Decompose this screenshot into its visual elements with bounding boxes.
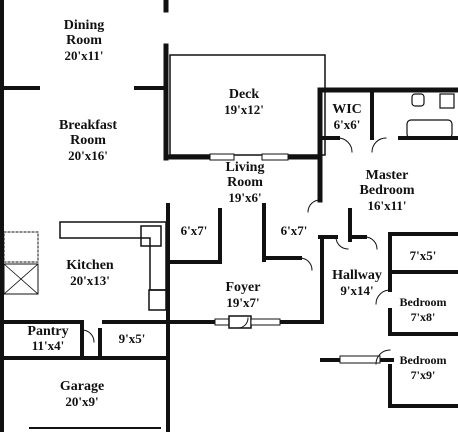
room-name: Deck — [228, 87, 260, 102]
room-garage: Garage 20'x9' — [60, 379, 104, 409]
room-name: Room — [70, 133, 106, 148]
room-dimensions: 9'x14' — [340, 283, 374, 298]
room-laundry: 9'x5' — [119, 331, 146, 346]
room-dimensions: 9'x5' — [118, 331, 146, 346]
room-name: Bedroom — [359, 183, 415, 198]
door-swing-2 — [371, 137, 387, 153]
room-dimensions: 7'x8' — [410, 310, 436, 324]
door-swing-4 — [335, 236, 349, 250]
room-foyer: Foyer 19'x7' — [226, 280, 261, 310]
room-dimensions: 20'x16' — [68, 148, 108, 163]
room-dimensions: 6'x7' — [280, 223, 308, 238]
room-pantry: Pantry 11'x4' — [27, 325, 68, 353]
room-dimensions: 6'x6' — [333, 117, 361, 132]
room-hallway: Hallway 9'x14' — [332, 268, 382, 298]
room-name: Living — [225, 160, 265, 175]
vanity — [439, 93, 455, 109]
door-swing-8 — [375, 349, 391, 365]
door-swing-9 — [81, 329, 95, 343]
window-living-2 — [261, 153, 289, 161]
room-hall-left: 6'x7' — [181, 223, 208, 238]
room-wic: WIC 6'x6' — [332, 102, 362, 132]
bathtub — [406, 119, 453, 139]
room-name: Garage — [59, 379, 105, 394]
room-kitchen: Kitchen 20'x13' — [66, 258, 113, 288]
door-swing-5 — [364, 236, 378, 250]
room-deck: Deck 19'x12' — [224, 87, 264, 117]
hallway-closet — [339, 355, 381, 364]
room-dimensions: 19'x6' — [228, 190, 262, 205]
room-dimensions: 7'x5' — [409, 248, 437, 263]
door-swing-6 — [299, 257, 313, 271]
room-dimensions: 11'x4' — [31, 338, 65, 353]
room-master: Master Bedroom 16'x11' — [360, 168, 415, 213]
door-swing-7 — [375, 289, 391, 305]
room-name: Room — [66, 33, 102, 48]
room-dimensions: 20'x11' — [64, 48, 104, 63]
room-name: Breakfast — [58, 118, 118, 133]
room-name: Foyer — [225, 280, 261, 295]
window-living-1 — [209, 153, 235, 161]
kitchen-appliance — [3, 231, 39, 263]
room-name: Pantry — [27, 324, 69, 339]
room-breakfast: Breakfast Room 20'x16' — [59, 118, 117, 163]
room-name: Bedroom — [399, 353, 447, 367]
room-dimensions: 7'x9' — [410, 368, 436, 382]
deck-outline — [169, 54, 326, 156]
room-name: Room — [227, 175, 263, 190]
kitchen-appliance-2 — [3, 263, 39, 295]
room-closet: 7'x5' — [410, 248, 437, 263]
room-name: Hallway — [332, 268, 382, 283]
room-hall-right: 6'x7' — [281, 223, 308, 238]
room-dimensions: 19'x12' — [224, 102, 264, 117]
door-swing-10 — [237, 317, 249, 329]
room-name: Master — [365, 168, 409, 183]
room-dining: Dining Room 20'x11' — [64, 18, 104, 63]
room-dimensions: 6'x7' — [180, 223, 208, 238]
door-swing-3 — [307, 199, 321, 213]
room-living: Living Room 19'x6' — [226, 160, 265, 205]
room-name: Bedroom — [399, 295, 447, 309]
front-window-2 — [250, 318, 281, 326]
room-dimensions: 20'x9' — [65, 394, 99, 409]
room-dimensions: 19'x7' — [226, 295, 260, 310]
room-name: Kitchen — [66, 258, 114, 273]
front-window-1 — [214, 318, 230, 326]
room-dimensions: 16'x11' — [367, 198, 407, 213]
room-dimensions: 20'x13' — [70, 273, 110, 288]
kitchen-stove — [148, 289, 167, 311]
room-name: Dining — [63, 18, 105, 33]
toilet — [411, 93, 425, 107]
kitchen-sink — [140, 225, 162, 247]
room-bedroom-1: Bedroom 7'x8' — [399, 295, 446, 325]
room-bedroom-2: Bedroom 7'x9' — [399, 353, 446, 383]
room-name: WIC — [332, 102, 362, 117]
door-swing-1 — [337, 137, 353, 153]
